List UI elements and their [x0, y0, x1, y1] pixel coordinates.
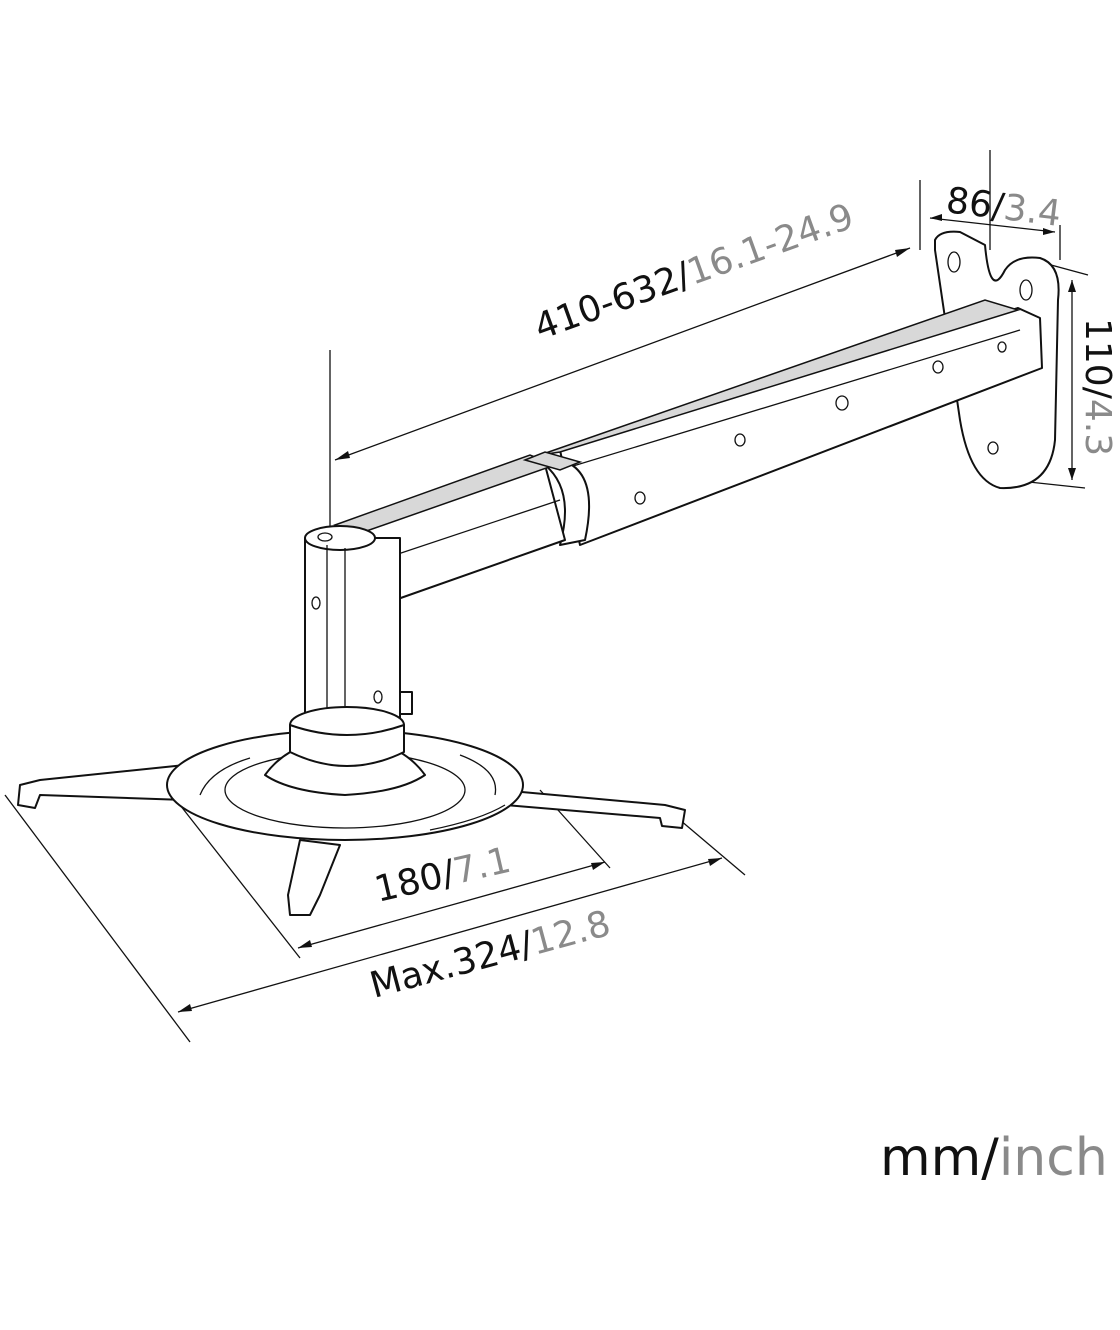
- outer-arm: [539, 299, 1043, 546]
- column: [304, 525, 413, 734]
- base-plate: [17, 706, 686, 916]
- wall-plate-height-label: 110/4.3: [1077, 318, 1118, 456]
- arrowheads: [178, 214, 1076, 1012]
- dimension-lines: [4, 150, 1089, 1043]
- units-inch: inch: [998, 1128, 1108, 1188]
- arm-length-label: 410-632/16.1-24.9: [529, 196, 859, 348]
- wall-plate-depth-label: 86/3.4: [944, 180, 1063, 235]
- units-mm: mm/: [880, 1128, 999, 1188]
- plate-diameter-label: 180/7.1: [371, 840, 515, 911]
- units-legend: mm/inch: [880, 1128, 1108, 1188]
